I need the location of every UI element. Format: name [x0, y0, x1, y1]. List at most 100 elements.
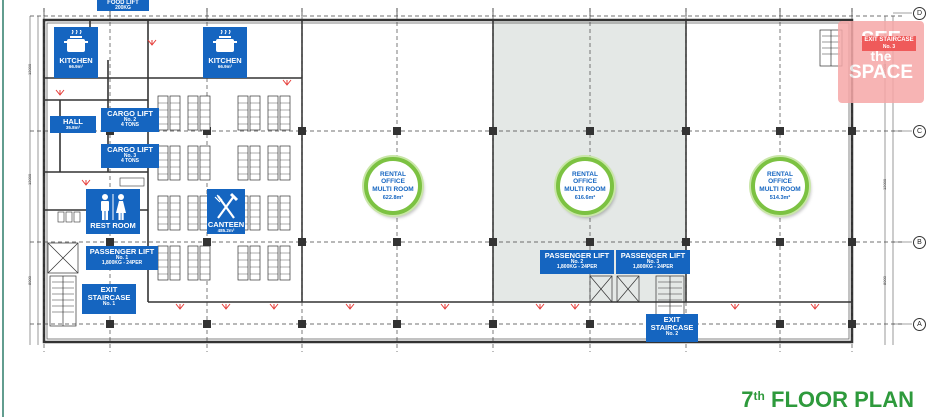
- canteen-table: [249, 195, 261, 231]
- exit-door-marker: [175, 303, 185, 310]
- exit-door-marker: [269, 303, 279, 310]
- structural-column: [776, 238, 784, 246]
- see-the-space-watermark: SEE the SPACE: [838, 21, 924, 103]
- axis-bubble-d: D: [913, 7, 926, 20]
- exit-staircase-3-label: EXIT STAIRCASE No. 3: [862, 36, 916, 52]
- canteen-table: [187, 195, 199, 231]
- structural-column: [489, 127, 497, 135]
- axis-bubble-a: A: [913, 318, 926, 331]
- canteen-table: [249, 245, 261, 281]
- axis-bubble-b: B: [913, 236, 926, 249]
- canteen-table: [157, 95, 169, 131]
- exit-door-marker: [730, 303, 740, 310]
- structural-column: [848, 320, 856, 328]
- canteen-table: [199, 95, 211, 131]
- floor-plan-title: 7th FLOOR PLAN: [741, 387, 914, 412]
- structural-column: [298, 320, 306, 328]
- canteen-table: [267, 245, 279, 281]
- exit-door-marker: [570, 303, 580, 310]
- pot-icon: [64, 30, 88, 52]
- structural-column: [848, 127, 856, 135]
- structural-column: [586, 238, 594, 246]
- rental-office-1: RENTAL OFFICE MULTI ROOM 622.8m²: [364, 157, 422, 215]
- food-lift-label: FOOD LIFT 200KG: [97, 0, 149, 11]
- structural-column: [106, 320, 114, 328]
- cargo-lift-3-label: CARGO LIFT No. 3 4 TONS: [101, 144, 159, 168]
- svg-text:12000: 12000: [882, 178, 887, 190]
- canteen-table: [199, 145, 211, 181]
- structural-column: [776, 320, 784, 328]
- svg-text:12000: 12000: [27, 173, 32, 185]
- canteen-table: [279, 145, 291, 181]
- canteen-table: [267, 95, 279, 131]
- passenger-lift-2-label: PASSENGER LIFT No. 2 1,800KG - 24PER: [540, 250, 614, 274]
- canteen-table: [187, 245, 199, 281]
- canteen-table: [169, 195, 181, 231]
- exit-staircase-2-label: EXIT STAIRCASE No. 2: [646, 314, 698, 342]
- structural-column: [776, 127, 784, 135]
- structural-column: [682, 238, 690, 246]
- structural-column: [203, 238, 211, 246]
- structural-column: [203, 127, 211, 135]
- canteen-table: [237, 245, 249, 281]
- svg-text:8000: 8000: [27, 275, 32, 285]
- structural-column: [393, 238, 401, 246]
- exit-door-marker: [810, 303, 820, 310]
- fork-knife-icon: [214, 192, 239, 219]
- pot-icon: [213, 30, 237, 52]
- canteen-table: [169, 245, 181, 281]
- structural-column: [298, 238, 306, 246]
- canteen-table: [279, 95, 291, 131]
- canteen-table: [187, 145, 199, 181]
- canteen-table: [249, 95, 261, 131]
- cargo-lift-2-label: CARGO LIFT No. 2 4 TONS: [101, 108, 159, 132]
- structural-column: [586, 127, 594, 135]
- exit-door-marker: [440, 303, 450, 310]
- canteen-table: [237, 95, 249, 131]
- passenger-lift-3-label: PASSENGER LIFT No. 3 1,800KG - 24PER: [616, 250, 690, 274]
- canteen-table: [267, 145, 279, 181]
- exit-door-marker: [221, 303, 231, 310]
- structural-column: [393, 320, 401, 328]
- exit-door-marker: [345, 303, 355, 310]
- hall-label: HALL 35.8m²: [50, 116, 96, 133]
- exit-door-marker: [535, 303, 545, 310]
- axis-bubble-c: C: [913, 125, 926, 138]
- rental-office-2: RENTAL OFFICE MULTI ROOM 616.6m²: [556, 157, 614, 215]
- structural-column: [393, 127, 401, 135]
- restroom-icon: [101, 194, 126, 220]
- canteen-table: [249, 145, 261, 181]
- structural-column: [298, 127, 306, 135]
- canteen-table: [237, 145, 249, 181]
- passenger-lift-1-label: PASSENGER LIFT No. 1 1,800KG - 24PER: [86, 246, 158, 270]
- canteen-table: [169, 95, 181, 131]
- svg-text:12000: 12000: [27, 63, 32, 75]
- exit-staircase-1-label: EXIT STAIRCASE No. 1: [82, 284, 136, 314]
- kitchen-right: KITCHEN 66.9m²: [203, 27, 247, 78]
- structural-column: [106, 238, 114, 246]
- canteen-table: [187, 95, 199, 131]
- structural-column: [848, 238, 856, 246]
- exit-door-marker: [147, 39, 157, 46]
- canteen-table: [157, 145, 169, 181]
- canteen-table: [157, 195, 169, 231]
- canteen-table: [279, 245, 291, 281]
- canteen-table: [169, 145, 181, 181]
- svg-text:8000: 8000: [882, 275, 887, 285]
- canteen-table: [279, 195, 291, 231]
- kitchen-left: KITCHEN 66.9m²: [54, 27, 98, 78]
- structural-column: [586, 320, 594, 328]
- rest-room: REST ROOM: [86, 189, 140, 234]
- canteen: CANTEEN 485.2m²: [207, 189, 245, 234]
- structural-column: [203, 320, 211, 328]
- exit-door-marker: [81, 179, 91, 186]
- exit-door-marker: [55, 89, 65, 96]
- canteen-table: [199, 245, 211, 281]
- exit-door-marker: [282, 79, 292, 86]
- structural-column: [682, 127, 690, 135]
- structural-column: [489, 320, 497, 328]
- structural-column: [489, 238, 497, 246]
- rental-office-3: RENTAL OFFICE MULTI ROOM 514.3m²: [751, 157, 809, 215]
